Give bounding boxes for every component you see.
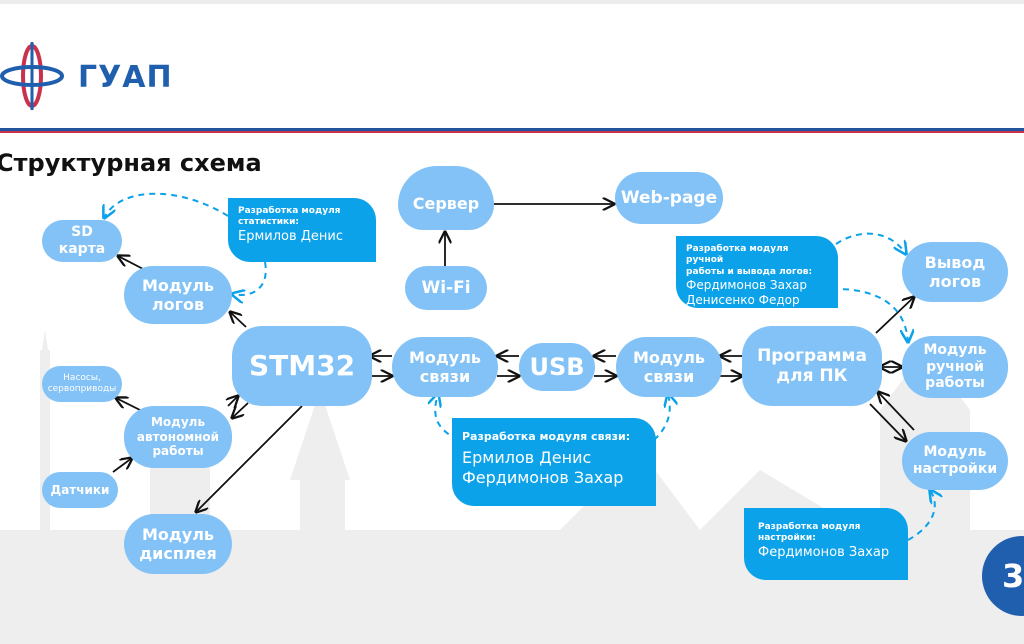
- server-label: Сервер: [412, 194, 480, 214]
- node-autonomous-module: Модуль автономной работы: [124, 406, 232, 468]
- node-settings-module: Модуль настройки: [902, 432, 1008, 490]
- callout-settings-names: Фердимонов Захар: [758, 544, 890, 560]
- node-display-module: Модуль дисплея: [124, 514, 232, 574]
- node-log-module: Модуль логов: [124, 266, 232, 324]
- node-sd-card: SD карта: [42, 220, 122, 262]
- callout-manual-logs-title: Разработка модуля ручной работы и вывода…: [686, 244, 813, 277]
- callout-stats-title: Разработка модуля статистики:: [238, 206, 341, 228]
- node-comm-module-left: Модуль связи: [392, 337, 498, 397]
- guap-logo-icon: [0, 42, 64, 110]
- callout-settings: Разработка модуля настройки: Фердимонов …: [744, 508, 908, 580]
- node-pumps-servos: Насосы, сервоприводы: [42, 366, 122, 402]
- callout-comm: Разработка модуля связи: Ермилов Денис Ф…: [452, 418, 656, 506]
- node-sensors: Датчики: [42, 472, 118, 508]
- header-divider: [0, 128, 1024, 131]
- node-pc-program: Программа для ПК: [742, 326, 882, 406]
- callout-manual-logs: Разработка модуля ручной работы и вывода…: [676, 236, 838, 308]
- callout-settings-title: Разработка модуля настройки:: [758, 522, 861, 544]
- top-border: [0, 0, 1024, 4]
- node-webpage: Web-page: [615, 172, 723, 224]
- callout-stats-names: Ермилов Денис: [238, 228, 344, 244]
- callout-comm-names: Ермилов Денис Фердимонов Захар: [462, 447, 624, 487]
- node-usb: USB: [519, 343, 595, 391]
- logo-text: ГУАП: [78, 60, 173, 95]
- page-number: 3: [1002, 557, 1024, 595]
- header-divider-accent: [0, 131, 1024, 133]
- callout-comm-title: Разработка модуля связи:: [462, 430, 631, 443]
- node-comm-module-right: Модуль связи: [616, 337, 722, 397]
- node-stm32: STM32: [232, 326, 372, 406]
- slide-title: Структурная схема: [0, 149, 262, 177]
- node-log-output: Вывод логов: [902, 242, 1008, 302]
- node-wifi: Wi-Fi: [405, 266, 487, 310]
- callout-manual-logs-names: Фердимонов Захар Денисенко Федор: [686, 277, 808, 307]
- callout-stats: Разработка модуля статистики: Ермилов Де…: [228, 198, 376, 262]
- node-manual-module: Модуль ручной работы: [902, 336, 1008, 398]
- node-server-cloud: Сервер: [398, 166, 494, 230]
